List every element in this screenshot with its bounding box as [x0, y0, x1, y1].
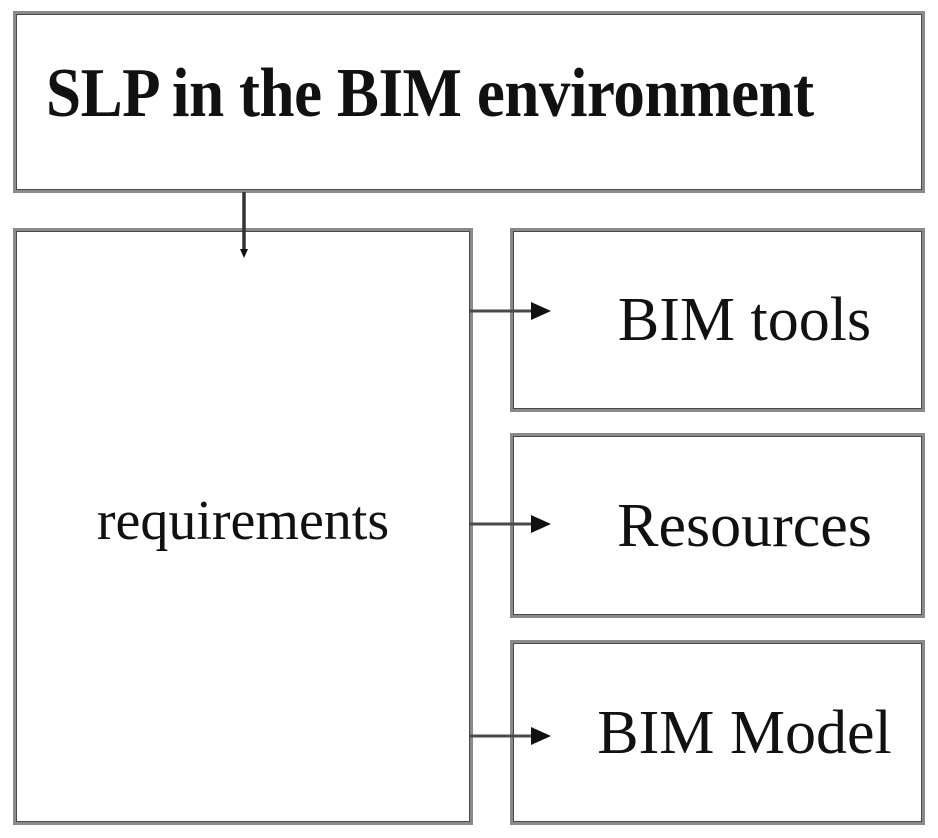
node-resources[interactable]: Resources [510, 433, 925, 618]
node-requirements-label: requirements [96, 490, 390, 552]
node-title[interactable]: SLP in the BIM environment [13, 11, 925, 193]
node-bim-model[interactable]: BIM Model [510, 640, 925, 825]
node-bim-tools-label: BIM tools [617, 286, 872, 354]
node-bim-tools[interactable]: BIM tools [510, 228, 925, 412]
node-title-label: SLP in the BIM environment [46, 55, 814, 132]
node-resources-label: Resources [617, 491, 872, 560]
node-bim-model-label: BIM Model [597, 698, 892, 767]
node-requirements[interactable]: requirements [13, 228, 473, 825]
